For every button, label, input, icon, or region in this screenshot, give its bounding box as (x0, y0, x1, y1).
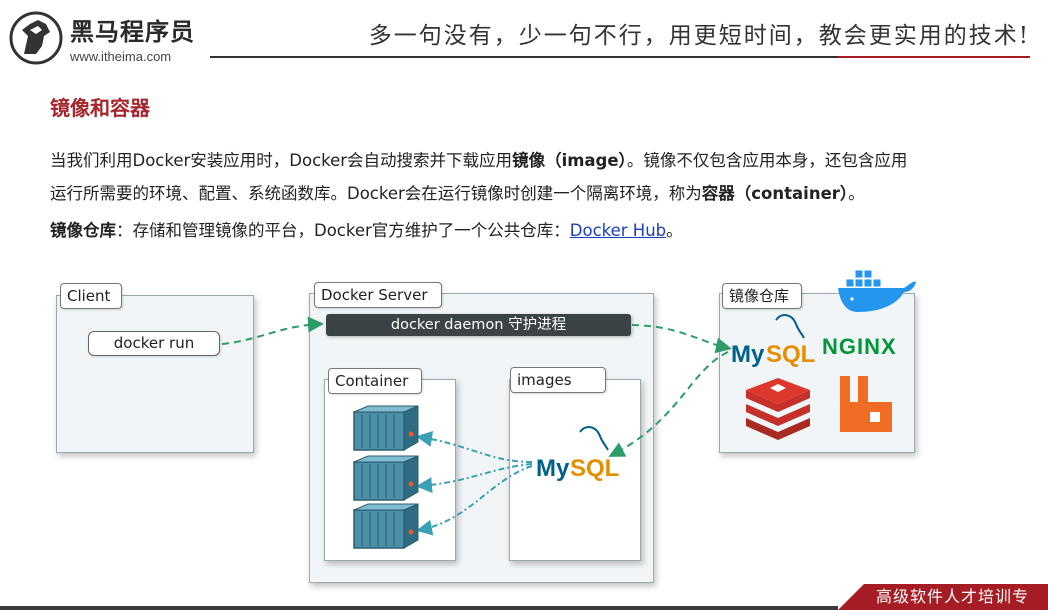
client-label: Client (60, 283, 122, 309)
paragraph-2-text-c: 。 (848, 184, 865, 203)
slide-title: 镜像和容器 (50, 96, 150, 120)
horse-logo-icon (9, 11, 63, 65)
paragraph-1-text-a: 当我们利用Docker安装应用时，Docker会自动搜索并下载应用 (50, 151, 513, 170)
redis-logo-icon (746, 378, 810, 440)
mysql-logo-icon: My SQL (536, 426, 619, 482)
brand-logo: 黑马程序员 www.itheima.com (8, 10, 195, 66)
paragraph-1-term-image: 镜像（image） (512, 151, 627, 170)
paragraph-2: 运行所需要的环境、配置、系统函数库。Docker会在运行镜像时创建一个隔离环境，… (50, 183, 865, 205)
images-panel (509, 379, 641, 561)
pull-flow-arrows (221, 316, 732, 457)
paragraph-3-text-c: 。 (666, 221, 683, 240)
paragraph-3-text-b: ：存储和管理镜像的平台，Docker官方维护了一个公共仓库： (116, 221, 570, 240)
rabbitmq-logo-icon (840, 376, 892, 432)
header-divider-accent (838, 56, 1030, 58)
registry-label: 镜像仓库 (722, 283, 802, 309)
client-panel (56, 295, 254, 453)
registry-mysql-my-text: My (731, 341, 765, 368)
registry-mysql-sql-text: SQL (766, 341, 815, 368)
paragraph-1-text-c: 。镜像不仅包含应用本身，还包含应用 (626, 151, 908, 170)
nginx-logo-text: NGINX (822, 334, 897, 359)
run-flow-arrows (416, 430, 533, 536)
footer-band (0, 606, 1048, 610)
paragraph-1: 当我们利用Docker安装应用时，Docker会自动搜索并下载应用镜像（imag… (50, 150, 907, 172)
paragraph-2-text-a: 运行所需要的环境、配置、系统函数库。Docker会在运行镜像时创建一个隔离环境，… (50, 184, 702, 203)
container-stack-icon (353, 405, 419, 549)
docker-hub-link[interactable]: Docker Hub (569, 221, 667, 240)
container-label: Container (328, 368, 422, 394)
footer-tag: 高级软件人才培训专 (838, 584, 1048, 610)
brand-name: 黑马程序员 (70, 18, 195, 46)
brand-url: www.itheima.com (70, 49, 172, 64)
mysql-sql-text: SQL (570, 455, 619, 482)
docker-server-label: Docker Server (314, 282, 442, 308)
paragraph-2-term-container: 容器（container） (701, 184, 849, 203)
images-label: images (510, 367, 606, 393)
docker-daemon-bar: docker daemon 守护进程 (326, 314, 631, 336)
header-divider (210, 56, 838, 58)
slogan: 多一句没有，少一句不行，用更短时间，教会更实用的技术! (368, 23, 1030, 49)
paragraph-3: 镜像仓库：存储和管理镜像的平台，Docker官方维护了一个公共仓库：Docker… (50, 220, 683, 242)
docker-run-command: docker run (88, 331, 220, 356)
paragraph-3-term-registry: 镜像仓库 (50, 221, 116, 240)
registry-mysql-logo-icon: My SQL (731, 314, 815, 368)
mysql-my-text: My (536, 455, 570, 482)
docker-whale-icon (838, 269, 916, 312)
